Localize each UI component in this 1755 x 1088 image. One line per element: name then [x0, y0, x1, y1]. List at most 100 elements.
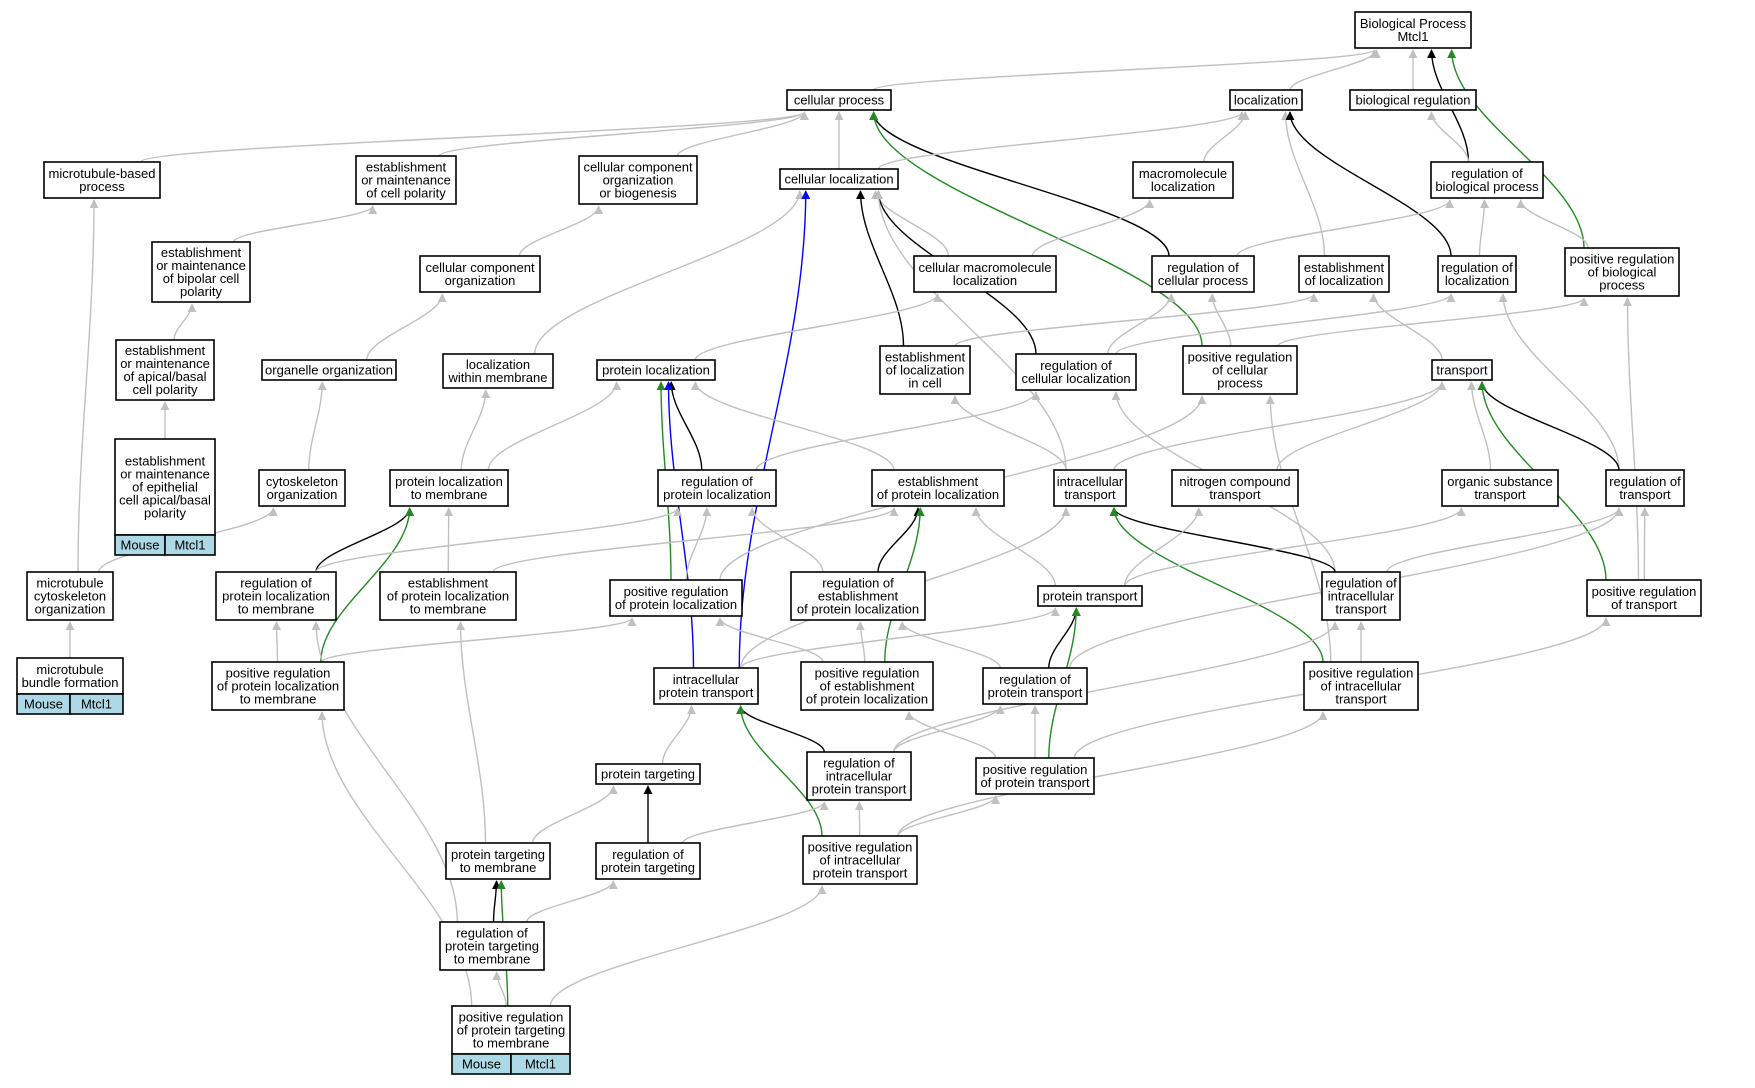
go-term-label: intracellular	[1057, 474, 1124, 489]
edge-ccob-to-cellular_process	[676, 111, 809, 157]
go-term-box	[653, 667, 759, 705]
go-term-label: microtubule	[36, 576, 103, 591]
go-term-label: organization	[267, 487, 338, 502]
go-term-label: localization	[1234, 93, 1298, 108]
go-term-label: or biogenesis	[599, 186, 677, 201]
go-term-label: regulation of	[823, 756, 895, 771]
go-term-node[interactable]: protein targeting	[595, 763, 701, 785]
go-term-label: or maintenance	[120, 356, 210, 371]
go-term-box	[802, 835, 918, 885]
go-term-label: cell polarity	[132, 382, 198, 397]
edge-protein_transport-to-organic_transport	[1123, 507, 1466, 587]
go-term-box	[1586, 579, 1702, 617]
edge-pos_reg_prot_targeting_membrane-to-reg_prot_targeting_membrane	[492, 971, 507, 1007]
go-term-label: process	[1599, 278, 1645, 293]
edge-cell_macro_loc-to-macromolecule_localization	[1031, 199, 1155, 257]
go-term-node[interactable]: protein localization	[596, 359, 716, 381]
go-term-label: cytoskeleton	[266, 474, 338, 489]
go-term-label: regulation of	[1451, 166, 1523, 181]
go-term-node[interactable]: localization	[1229, 89, 1303, 111]
go-term-box	[419, 255, 541, 293]
go-term-box	[1437, 255, 1517, 293]
annotation-cell	[510, 1053, 571, 1075]
edge-reg_prot_targeting_membrane-to-prot_targeting_membrane	[491, 880, 501, 923]
edge-reg_prot_loc_membrane-to-reg_prot_loc	[315, 507, 683, 573]
annotation-cell	[69, 693, 124, 715]
edge-prot_targeting_membrane-to-protein_targeting	[531, 785, 618, 844]
go-term-label: of protein localization	[877, 487, 999, 502]
go-term-label: regulation of	[612, 847, 684, 862]
go-term-label: regulation of	[1325, 576, 1397, 591]
edge-reg_prot_transport-to-reg_est_prot_loc	[897, 621, 1002, 669]
edge-mt_cyto_org-to-mt_based_process	[77, 199, 99, 573]
go-term-node[interactable]: organelle organization	[261, 359, 397, 381]
go-term-node[interactable]: cellular process	[786, 89, 892, 111]
go-term-node[interactable]: transport	[1431, 359, 1493, 381]
go-term-label: protein localization	[222, 589, 330, 604]
go-term-label: transport	[1209, 487, 1261, 502]
annotation-cell	[164, 534, 216, 556]
go-term-label: transport	[1474, 487, 1526, 502]
go-term-node[interactable]: biological regulation	[1349, 89, 1477, 111]
go-term-label: localization	[1151, 179, 1215, 194]
go-term-label: transport	[1064, 487, 1116, 502]
go-term-label: transport	[1619, 487, 1671, 502]
go-term-label: localization	[953, 273, 1017, 288]
edge-reg_cell_process-to-reg_bio_process	[1236, 199, 1455, 257]
go-term-node[interactable]: cellular localization	[779, 168, 899, 190]
go-term-label: establishment	[818, 589, 899, 604]
go-term-label: of localization	[886, 363, 965, 378]
go-term-box	[982, 667, 1088, 705]
go-term-box	[355, 155, 457, 205]
go-term-node[interactable]: protein transport	[1037, 585, 1143, 607]
